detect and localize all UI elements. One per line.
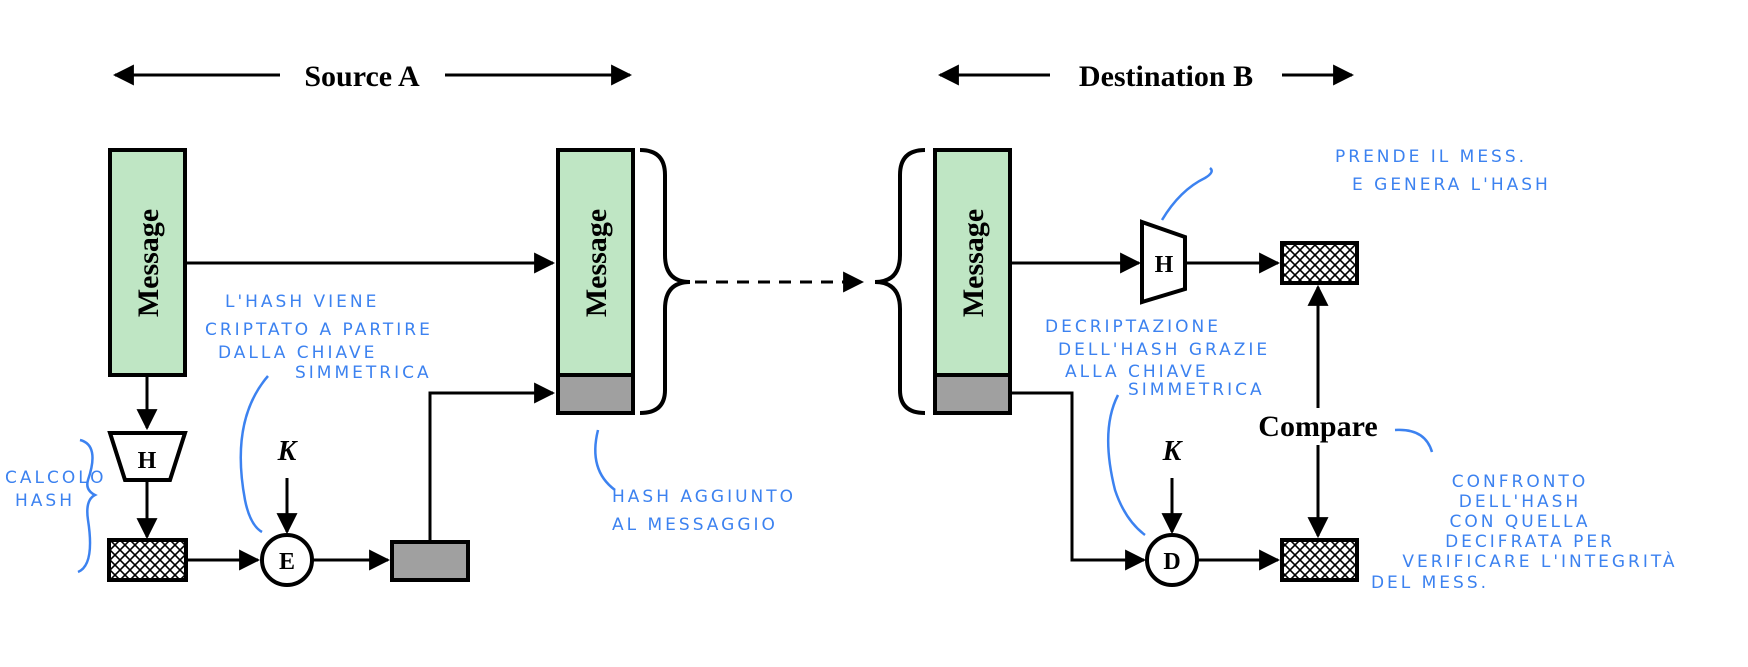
transmitted-message-block: Message xyxy=(556,148,635,415)
destination-header: Destination B xyxy=(937,60,1355,93)
svg-text:E GENERA L'HASH: E GENERA L'HASH xyxy=(1352,175,1551,195)
svg-text:DELL'HASH GRAZIE: DELL'HASH GRAZIE xyxy=(1058,340,1270,360)
encrypted-hash-source xyxy=(390,540,470,582)
svg-text:DELL'HASH: DELL'HASH xyxy=(1459,492,1581,512)
destination-label: Destination B xyxy=(1079,60,1253,93)
annotation-compare: CONFRONTO DELL'HASH CON QUELLA DECIFRATA… xyxy=(1371,428,1677,593)
encrypt-node: E xyxy=(260,533,314,587)
annotation-hash-calc: CALCOLO HASH xyxy=(5,438,106,574)
message-label: Message xyxy=(580,209,613,317)
svg-text:HASH: HASH xyxy=(15,491,75,511)
svg-text:SIMMETRICA: SIMMETRICA xyxy=(1128,380,1265,400)
svg-text:DALLA CHIAVE: DALLA CHIAVE xyxy=(218,343,377,363)
source-label: Source A xyxy=(304,60,420,93)
computed-hash xyxy=(1280,241,1359,285)
svg-text:CRIPTATO A PARTIRE: CRIPTATO A PARTIRE xyxy=(205,320,433,340)
key-source: K xyxy=(276,436,299,535)
key-label: K xyxy=(1162,436,1184,467)
message-label: Message xyxy=(132,209,165,317)
brace-right xyxy=(874,148,926,415)
source-message-block: Message xyxy=(108,148,187,377)
annotation-decrypt: DECRIPTAZIONE DELL'HASH GRAZIE ALLA CHIA… xyxy=(1045,317,1270,536)
brace-left xyxy=(639,148,691,415)
key-label: K xyxy=(277,436,299,467)
svg-text:CON QUELLA: CON QUELLA xyxy=(1450,512,1591,532)
svg-text:AL MESSAGGIO: AL MESSAGGIO xyxy=(612,515,778,535)
hash-label: H xyxy=(1155,252,1174,278)
key-destination: K xyxy=(1161,436,1184,535)
source-header: Source A xyxy=(112,60,633,93)
svg-text:VERIFICARE L'INTEGRITÀ: VERIFICARE L'INTEGRITÀ xyxy=(1402,550,1677,572)
hash-function-destination: H xyxy=(1140,219,1187,305)
encrypt-label: E xyxy=(279,549,295,575)
svg-text:L'HASH VIENE: L'HASH VIENE xyxy=(225,292,379,312)
hash-function-source: H xyxy=(107,431,188,482)
svg-text:HASH AGGIUNTO: HASH AGGIUNTO xyxy=(612,487,796,507)
svg-text:DECIFRATA PER: DECIFRATA PER xyxy=(1445,532,1615,552)
svg-text:DEL MESS.: DEL MESS. xyxy=(1371,573,1489,593)
svg-text:ALLA CHIAVE: ALLA CHIAVE xyxy=(1065,362,1209,382)
decrypt-node: D xyxy=(1145,533,1199,587)
svg-text:DECRIPTAZIONE: DECRIPTAZIONE xyxy=(1045,317,1221,337)
svg-text:PRENDE IL MESS.: PRENDE IL MESS. xyxy=(1335,147,1527,167)
decrypted-hash xyxy=(1280,538,1359,582)
annotation-appended: HASH AGGIUNTO AL MESSAGGIO xyxy=(594,429,796,535)
hash-value-source xyxy=(107,538,188,582)
decrypt-label: D xyxy=(1163,549,1180,575)
received-message-block: Message xyxy=(933,148,1012,415)
svg-text:CONFRONTO: CONFRONTO xyxy=(1452,472,1588,492)
svg-text:CALCOLO: CALCOLO xyxy=(5,468,106,488)
compare-label: Compare xyxy=(1258,410,1377,443)
message-label: Message xyxy=(957,209,990,317)
annotation-receiver-hash: PRENDE IL MESS. E GENERA L'HASH xyxy=(1160,147,1551,221)
svg-text:SIMMETRICA: SIMMETRICA xyxy=(295,363,432,383)
annotation-encrypt: L'HASH VIENE CRIPTATO A PARTIRE DALLA CH… xyxy=(205,292,433,534)
hash-label: H xyxy=(138,448,157,474)
